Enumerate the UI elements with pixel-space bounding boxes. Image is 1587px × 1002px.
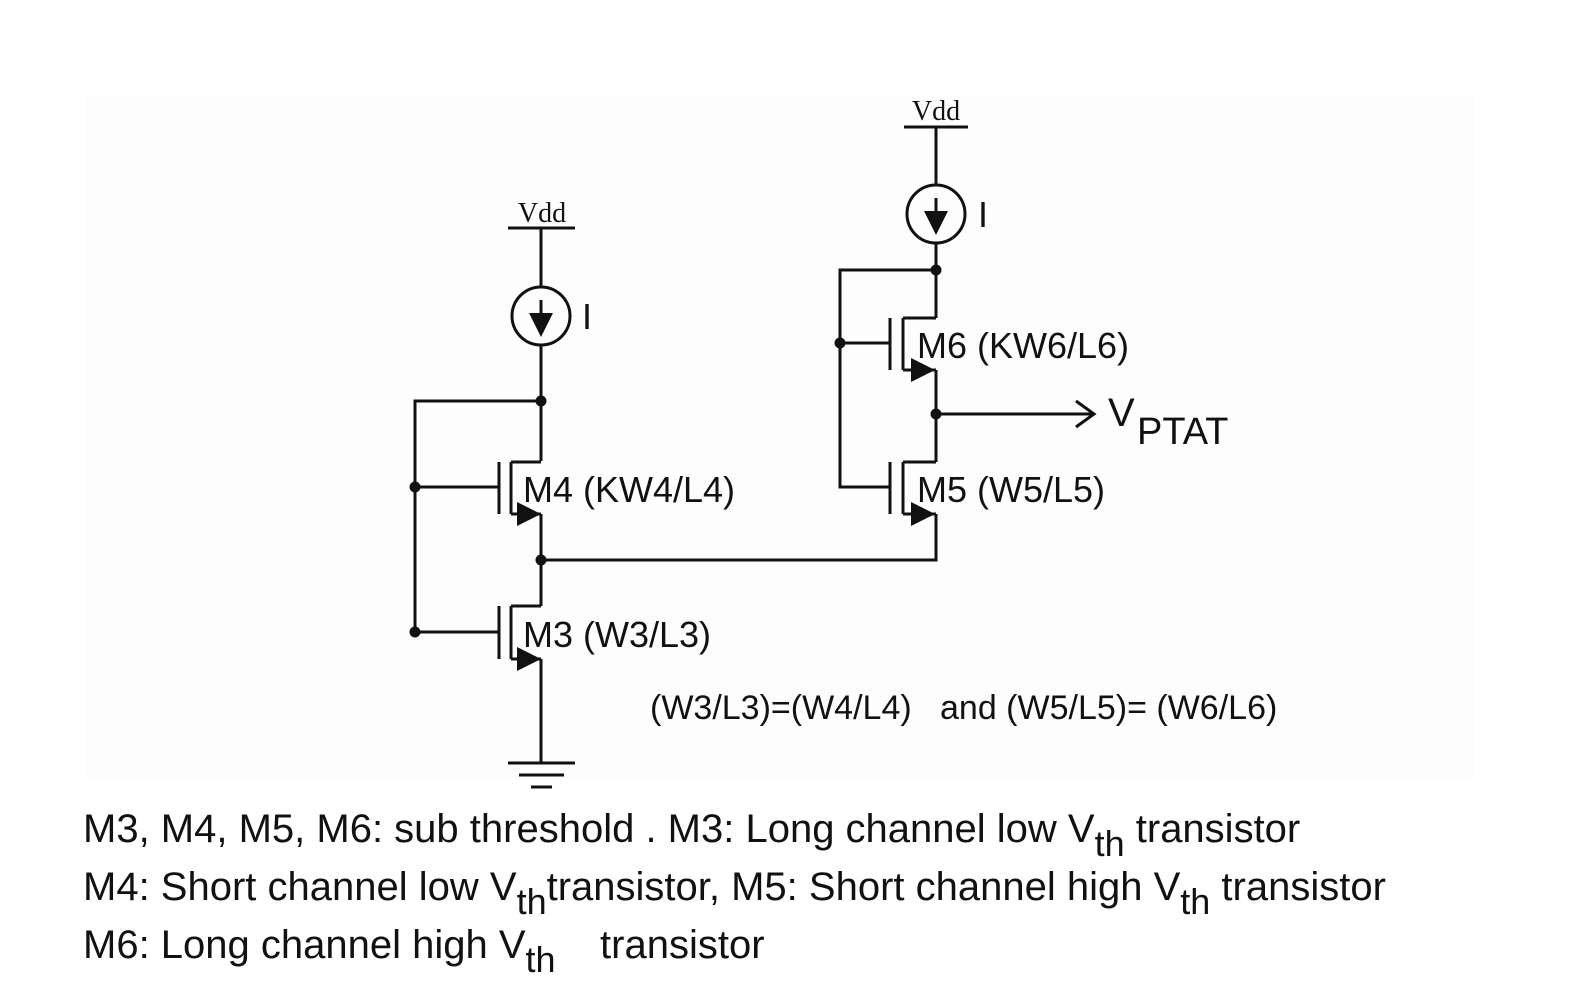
right-vdd-label: Vdd <box>912 96 960 127</box>
right-current-source: I <box>905 183 988 318</box>
middle-node-wire <box>535 514 938 566</box>
transistor-m5: M5 (W5/L5) <box>888 460 1105 526</box>
m4-label: M4 (KW4/L4) <box>523 469 735 510</box>
ground-symbol <box>508 761 575 789</box>
right-gate-bus <box>834 264 942 489</box>
left-vdd-label: Vdd <box>518 198 566 229</box>
left-gate-bus <box>409 395 547 638</box>
sizing-equation: (W3/L3)=(W4/L4) and (W5/L5)= (W6/L6) <box>650 689 1277 727</box>
left-current-label: I <box>582 296 592 337</box>
vptat-sub: PTAT <box>1137 411 1228 453</box>
left-vdd-supply: Vdd <box>508 198 575 288</box>
left-current-source: I <box>510 285 592 461</box>
note-line-2: M4: Short channel low Vthtransistor, M5:… <box>83 865 1386 922</box>
note-line-1: M3, M4, M5, M6: sub threshold . M3: Long… <box>83 807 1301 864</box>
vptat-output: V PTAT <box>930 391 1228 453</box>
m6-label: M6 (KW6/L6) <box>917 325 1129 366</box>
transistor-m6: M6 (KW6/L6) <box>840 316 1129 462</box>
right-current-label: I <box>978 194 988 235</box>
right-vdd-supply: Vdd <box>904 96 968 186</box>
transistor-m3: M3 (W3/L3) <box>415 604 711 762</box>
note-line-3: M6: Long channel high Vth transistor <box>83 923 765 980</box>
vptat-v: V <box>1108 391 1135 435</box>
m5-label: M5 (W5/L5) <box>917 469 1105 510</box>
transistor-notes: M3, M4, M5, M6: sub threshold . M3: Long… <box>83 800 1386 980</box>
m3-label: M3 (W3/L3) <box>523 614 711 655</box>
transistor-m4: M4 (KW4/L4) <box>415 460 735 606</box>
diagram-background <box>85 97 1475 779</box>
